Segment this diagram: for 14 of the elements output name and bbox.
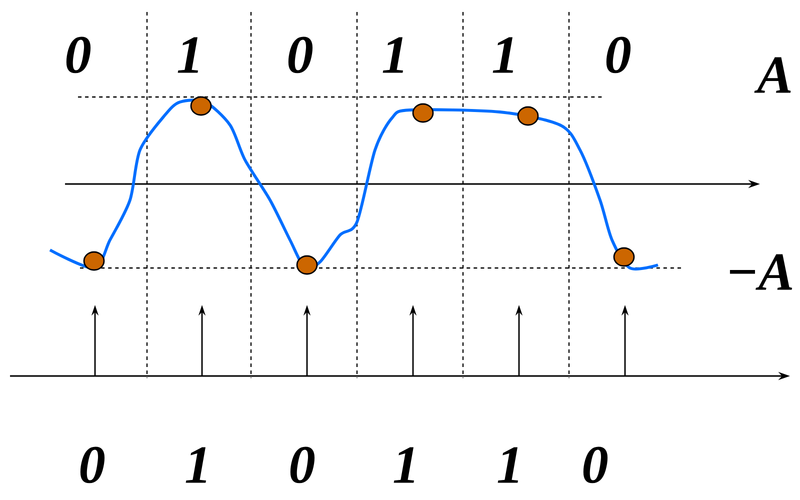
bit-label: 1 xyxy=(498,447,518,483)
bit-label: 0 xyxy=(288,36,313,74)
bit-label: 1 xyxy=(382,37,404,73)
bit-label: 0 xyxy=(66,36,91,74)
bit-label: 0 xyxy=(80,446,105,484)
bit-label: 0 xyxy=(583,446,608,484)
bit-label: 1 xyxy=(186,447,206,483)
bit-label: 1 xyxy=(394,447,414,483)
bit-label: 0 xyxy=(290,446,315,484)
level-label: −A xyxy=(730,254,792,290)
bit-label: 1 xyxy=(178,37,198,73)
bit-label: 0 xyxy=(606,36,631,74)
level-label: A xyxy=(754,57,791,93)
bit-label: 1 xyxy=(492,37,514,73)
